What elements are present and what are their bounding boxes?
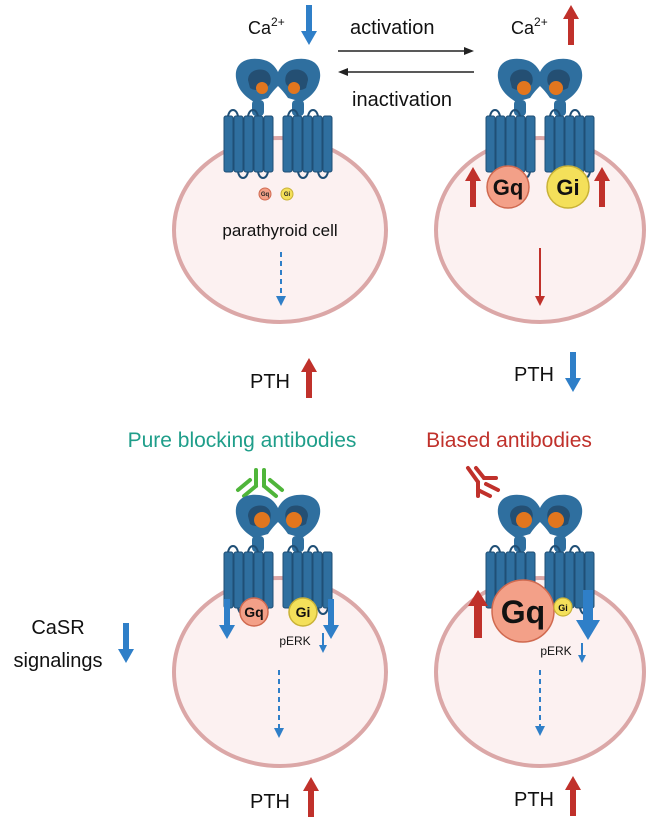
perk-down-arrowhead-icon <box>319 645 327 653</box>
gi-label-bottom-right: Gi <box>558 603 568 613</box>
inactivation-label: inactivation <box>352 89 452 111</box>
gi-big-down-arrow-icon <box>576 590 600 640</box>
ca-ion-icon <box>517 81 531 95</box>
pth-secretion-arrowhead-icon <box>535 726 545 736</box>
pth-label-bottom-right: PTH <box>514 789 554 811</box>
gq-big-up-arrow-icon <box>468 590 488 638</box>
signalings-label: signalings <box>14 650 103 672</box>
gq-label-bottom-left: Gq <box>244 604 263 620</box>
perk-label-left: pERK <box>279 634 310 648</box>
gq-small-label: Gq <box>261 192 270 198</box>
gi-label-top-right: Gi <box>556 175 579 200</box>
gq-protein-icon <box>486 165 530 209</box>
ca-ion-icon <box>516 512 532 528</box>
inactivation-arrowhead-icon <box>338 68 348 76</box>
casr-receptor-top-right <box>485 57 595 179</box>
pth-secretion-arrowhead-icon <box>274 728 284 738</box>
pth-up-arrow-icon <box>565 776 581 816</box>
gi-protein-icon <box>288 597 318 627</box>
red-antibody-icon <box>466 466 500 498</box>
gq-protein-large-icon <box>491 579 555 643</box>
gq-protein-icon <box>239 597 269 627</box>
gi-protein-small-icon <box>553 597 573 617</box>
biased-title: Biased antibodies <box>426 429 592 452</box>
gi-small-icon <box>280 187 294 201</box>
ca-ion-icon <box>548 512 564 528</box>
pth-label-top-right: PTH <box>514 364 554 386</box>
perk-label-right: pERK <box>540 644 571 658</box>
casr-down-arrow-icon <box>118 623 134 663</box>
parathyroid-cell-top-left <box>172 136 388 324</box>
activation-arrowhead-icon <box>464 47 474 55</box>
ca-ion-icon <box>549 81 563 95</box>
gi-label-bottom-left: Gi <box>296 604 311 620</box>
pth-label-top-left: PTH <box>250 371 290 393</box>
pth-secretion-arrowhead-right-icon <box>535 296 545 306</box>
parathyroid-cell-label: parathyroid cell <box>222 221 337 240</box>
pth-down-arrow-icon <box>565 352 581 392</box>
gi-small-label: Gi <box>284 192 291 198</box>
activation-label: activation <box>350 17 435 39</box>
gi-protein-icon <box>546 165 590 209</box>
casr-receptor-bottom-left <box>223 493 333 615</box>
pth-up-arrow-icon <box>301 358 317 398</box>
gq-small-icon <box>258 187 272 201</box>
ca-label-left: Ca2+ <box>248 15 285 38</box>
pure-blocking-title: Pure blocking antibodies <box>128 429 357 452</box>
gq-label-top-right: Gq <box>493 175 524 200</box>
ca-ion-icon <box>256 82 268 94</box>
ca-label-right: Ca2+ <box>511 15 548 38</box>
ca-down-arrow-icon <box>301 5 317 45</box>
ca-ion-icon <box>254 512 270 528</box>
perk-down-arrowhead-icon <box>578 655 586 663</box>
ca-ion-icon <box>288 82 300 94</box>
pth-label-bottom-left: PTH <box>250 791 290 813</box>
green-antibody-icon <box>236 468 284 498</box>
ca-ion-icon <box>286 512 302 528</box>
casr-label: CaSR <box>31 617 84 639</box>
gq-label-bottom-right: Gq <box>501 594 545 630</box>
pth-up-arrow-icon <box>303 777 319 817</box>
casr-receptor-bottom-right <box>485 493 595 615</box>
pth-secretion-arrowhead-icon <box>276 296 286 306</box>
casr-receptor-top-left <box>223 57 333 179</box>
ca-up-arrow-icon <box>563 5 579 45</box>
